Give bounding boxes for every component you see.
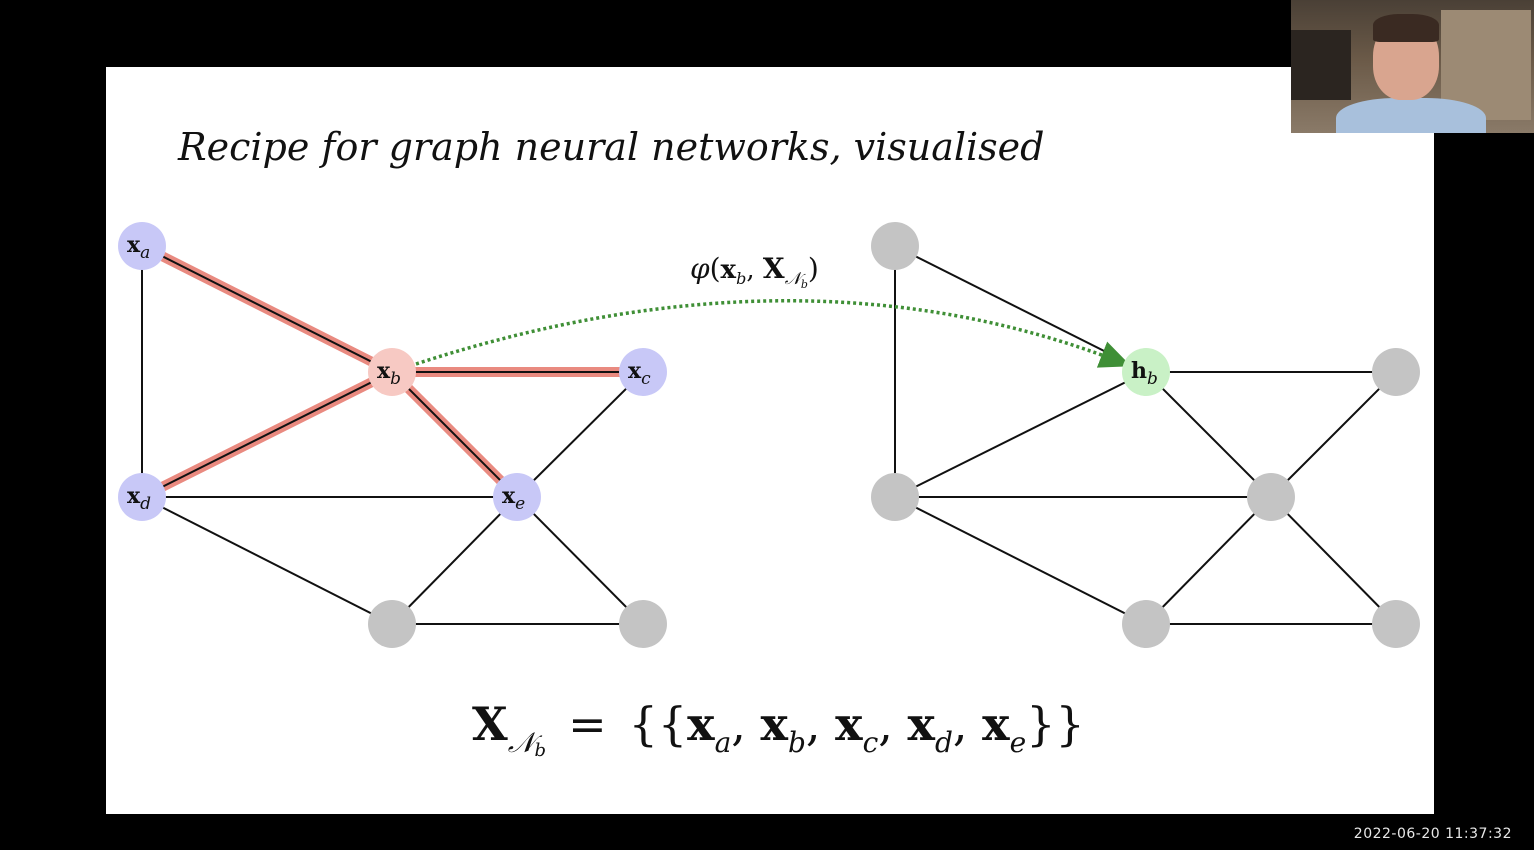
left-edge-df [141, 496, 393, 625]
formula-lhs: X [472, 697, 508, 751]
right-node-b [1122, 348, 1170, 396]
right-node-f [1122, 600, 1170, 648]
formula-separator: , [805, 697, 836, 751]
formula-equals: = [568, 697, 607, 751]
left-node-label-c: xc [628, 358, 651, 389]
left-edge-be [391, 371, 518, 498]
left-node-g [619, 600, 667, 648]
formula-separator: , [878, 697, 908, 751]
left-node-label-d: xd [127, 483, 151, 514]
formula-term-sub-d: d [934, 726, 953, 759]
arrow-label-phi: φ [690, 252, 710, 285]
formula-term-sub-e: e [1009, 726, 1027, 759]
left-graph-edges [137, 241, 648, 625]
left-edge-ef [391, 496, 518, 625]
formula-term-b: x [760, 697, 788, 751]
formula-term-a: x [687, 697, 715, 751]
formula-terms: xa, xb, xc, xd, xe [687, 697, 1026, 759]
left-node-e [493, 473, 541, 521]
left-edge-bd [141, 371, 393, 498]
slide-title: Recipe for graph neural networks, visual… [178, 125, 1045, 169]
right-edge-ef [1145, 496, 1272, 625]
right-node-label-b: hb [1131, 358, 1158, 389]
formula-term-sub-b: b [787, 726, 806, 759]
left-node-c [619, 348, 667, 396]
arrow-label-x: x [721, 255, 737, 285]
arrow-label-close: ) [808, 252, 819, 285]
right-edge-ce [1270, 371, 1397, 498]
right-node-e [1247, 473, 1295, 521]
webcam-background-shelf [1291, 30, 1351, 100]
arrow-label-comma: , [746, 255, 763, 285]
left-node-f [368, 600, 416, 648]
right-node-d [871, 473, 919, 521]
right-edge-bd [894, 371, 1147, 498]
formula-term-c: x [835, 697, 863, 751]
left-node-label-e: xe [502, 483, 525, 514]
formula-lhs-subsub: b [534, 740, 547, 761]
right-node-c [1372, 348, 1420, 396]
right-edge-ab [894, 245, 1147, 373]
formula-term-e: x [982, 697, 1010, 751]
left-edge-eg [516, 496, 644, 625]
arrow-label: φ(xb, X𝒩b) [690, 252, 819, 291]
slide: Recipe for graph neural networks, visual… [106, 67, 1434, 814]
left-graph-nodes: xa xb xc xd xe [118, 222, 667, 648]
right-node-a [871, 222, 919, 270]
message-arrow [415, 299, 1132, 368]
left-node-a [118, 222, 166, 270]
arrow-label-X: X [763, 252, 785, 285]
formula-separator: , [952, 697, 983, 751]
left-node-d [118, 473, 166, 521]
arrow-label-X-subsub: b [801, 278, 808, 291]
neighbourhood-formula: X𝒩b={{xa, xb, xc, xd, xe}} [472, 697, 1085, 761]
formula-close-brace: }} [1026, 697, 1085, 751]
arrow-label-open: ( [710, 252, 721, 285]
right-edge-df [894, 496, 1147, 625]
left-edge-ce [516, 371, 644, 498]
webcam-person-shirt [1336, 98, 1486, 133]
webcam-thumbnail [1291, 0, 1534, 133]
webcam-person-hair [1373, 14, 1439, 42]
right-graph-nodes: hb [871, 222, 1420, 648]
formula-lhs-sub: 𝒩 [507, 726, 535, 759]
left-node-label-a: xa [127, 232, 150, 263]
formula-separator: , [731, 697, 761, 751]
right-node-g [1372, 600, 1420, 648]
arrow-label-x-sub: b [736, 269, 746, 288]
right-edge-eg [1270, 496, 1397, 625]
recording-timestamp: 2022-06-20 11:37:32 [1353, 826, 1512, 842]
formula-term-sub-a: a [714, 726, 732, 759]
right-graph-edges [894, 245, 1397, 625]
formula-term-d: x [907, 697, 935, 751]
left-node-b [368, 348, 416, 396]
left-edge-ab [141, 245, 393, 373]
formula-term-sub-c: c [862, 726, 879, 759]
left-node-label-b: xb [377, 358, 401, 389]
formula-open-brace: {{ [628, 697, 688, 751]
right-edge-be [1145, 371, 1272, 498]
